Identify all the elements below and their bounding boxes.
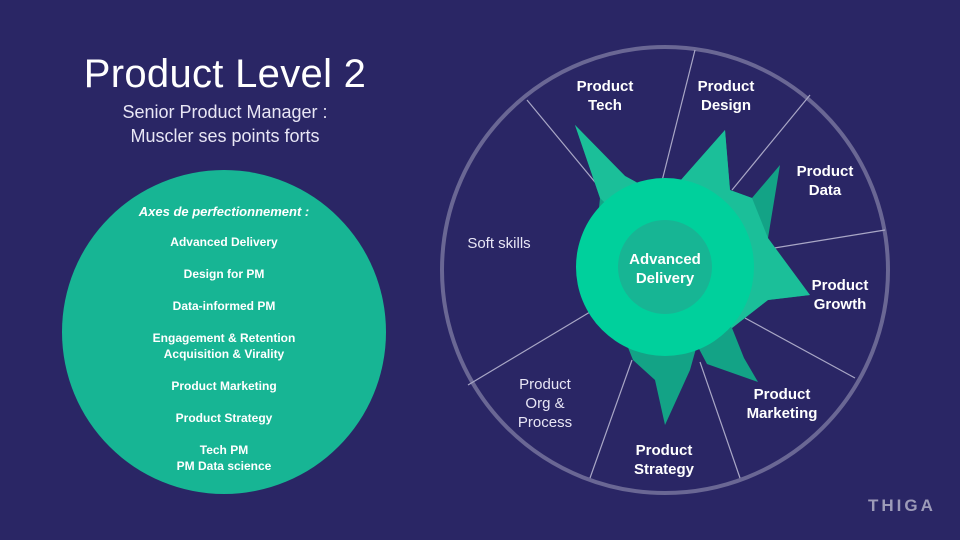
axes-item-line: Design for PM [183,267,265,281]
label-line: Delivery [636,270,695,287]
label-line: Advanced [629,251,701,268]
axes-item: Data-informed PM [62,298,386,314]
thiga-logo: THIGA [868,496,936,515]
axes-heading: Axes de perfectionnement : [138,204,310,219]
label-line: Product [754,386,811,403]
label-line: Design [701,97,751,114]
axes-item-line: Product Strategy [175,411,273,425]
label-line: Growth [814,296,867,313]
axes-item: Product Strategy [62,410,386,426]
page-subtitle: Senior Product Manager : Muscler ses poi… [40,100,410,148]
subtitle-line: Muscler ses points forts [130,126,320,146]
axes-circle: Axes de perfectionnement : Advanced Deli… [62,170,386,494]
label-line: Marketing [747,405,818,422]
label-line: Product [812,277,869,294]
axes-item: Advanced Delivery [62,234,386,250]
segment-label: Soft skills [467,235,530,252]
wheel-outer-ring [440,45,890,495]
label-line: Product [577,78,634,95]
axes-item-line: Product Marketing [171,379,277,393]
center-inner-circle [618,220,712,314]
label-line: Org & [525,395,564,412]
axes-item-line: Advanced Delivery [170,235,278,249]
label-line: Product [519,376,572,393]
divider-line [699,361,741,479]
subtitle-line: Senior Product Manager : [122,102,328,122]
divider-line [526,99,605,194]
label-line: Strategy [634,461,695,478]
label-line: Process [518,414,572,431]
label-line: Product [698,78,755,95]
divider-line [731,94,811,191]
label-line: Soft skills [467,235,530,252]
axes-item-line: Engagement & Retention [152,331,296,345]
axes-item-line: Data-informed PM [172,299,276,313]
axes-item-line: PM Data science [176,459,272,473]
label-line: Product [797,163,854,180]
axes-item: Design for PM [62,266,386,282]
divider-line [467,311,591,386]
divider-line [744,317,856,379]
segment-dividers [467,49,886,479]
label-line: Tech [588,97,622,114]
axes-item: Product Marketing [62,378,386,394]
axes-item: Tech PM PM Data science [62,442,386,474]
label-line: Product [636,442,693,459]
axes-item-line: Tech PM [199,443,249,457]
axes-item-line: Acquisition & Virality [163,347,285,361]
divider-line [761,229,886,251]
divider-line [661,49,696,182]
divider-line [589,359,633,479]
page-title: Product Level 2 [83,52,367,96]
label-line: Data [809,182,842,199]
